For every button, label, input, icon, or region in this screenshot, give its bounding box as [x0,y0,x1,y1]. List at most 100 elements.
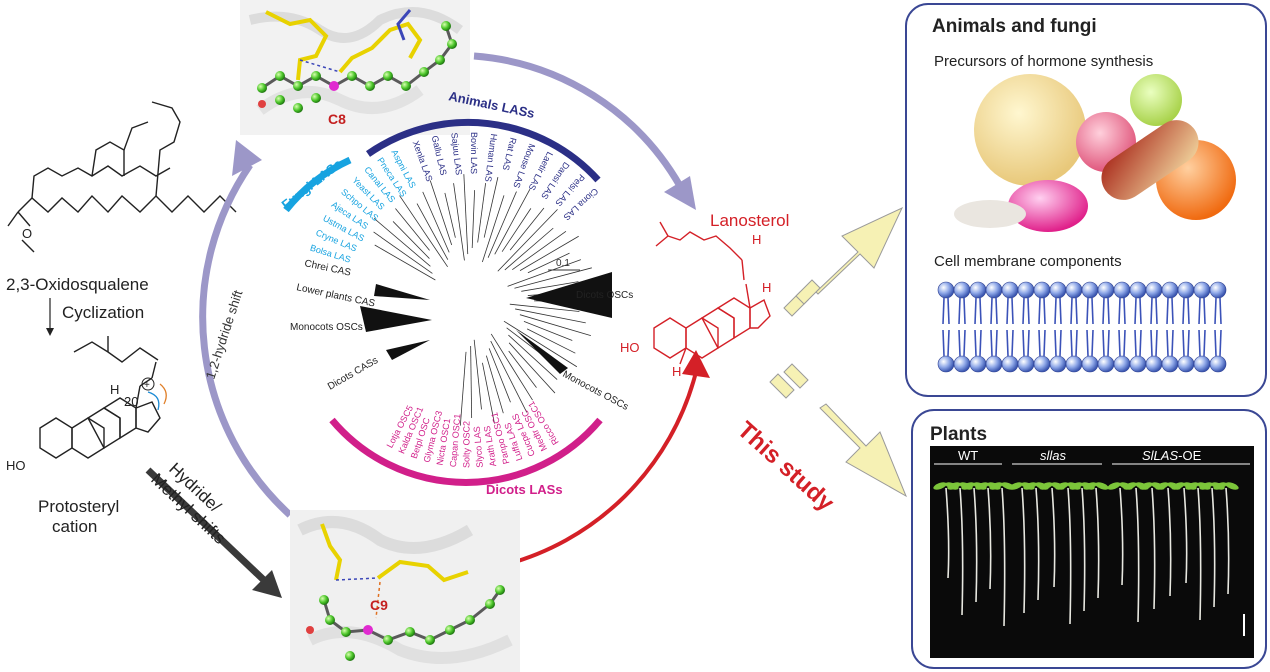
cotyledon [1199,482,1213,490]
clade-triangle-dicots-cas [386,340,430,360]
lipid-tail [995,329,998,357]
lipid-head [1065,281,1083,299]
lipid-tail [1155,329,1158,357]
lipid-tail [1150,297,1153,325]
cotyledon [1095,482,1109,490]
tree-branch [373,231,433,274]
lipid-tail [979,329,982,357]
clade-triangle-dicots-oscs [526,272,612,318]
lipid-tail [990,329,993,357]
seedling-stem [1225,487,1230,595]
lipid-head [1033,355,1051,373]
lipid-tail [1091,297,1094,325]
lipid-tail [1022,297,1025,325]
shift-arrow-blue [147,391,160,411]
lipid-head [953,281,971,299]
tree-branch [507,259,582,287]
cyclization-arrowhead [46,328,54,336]
scale-label: 0.1 [556,258,570,269]
hydride-shift-arrowhead [232,140,262,176]
lipid-tail [963,329,966,357]
lipid-tail [1059,297,1062,325]
lipid-head [969,281,987,299]
tree-branch [527,252,570,274]
clade-triangle-lower-plants [374,284,430,300]
seedling-stem [1051,487,1056,588]
tree-branch [504,227,554,271]
seedling-stem [987,487,992,590]
seedling-stem [1167,487,1172,597]
clade-dicots-oscs: Dicots OSCs [576,290,633,301]
seedling-stem [959,487,964,616]
lipid-tail [958,297,961,325]
tree-branch [473,339,482,410]
cotyledon [1107,482,1121,490]
tree-branch [509,207,545,251]
oe-label-italic: SlLAS [1142,448,1178,463]
lipid-tail [1166,297,1169,325]
lipid-head [1161,355,1179,373]
tree-branch [503,320,578,368]
yellow-arrow-down [769,363,908,498]
tree-branch [453,183,465,261]
lipid-tail [1182,329,1185,357]
lipid-head [1161,281,1179,299]
clade-lower-plants: Lower plants CAS [295,282,376,309]
leaf-label: Sajuu LAS [449,132,464,175]
leaf-label: Solty OSC2 [461,421,471,468]
lipid-head [1209,355,1227,373]
lipid-tail [1219,297,1222,325]
lipid-head [1129,281,1147,299]
lipid-head [1081,281,1099,299]
lipid-tail [1091,329,1094,357]
clade-dicots-cas: Dicots CASs [326,355,380,393]
lipid-tail [1086,329,1089,357]
tree-branch [521,281,579,292]
seedling-stem [1001,487,1006,627]
oxidosqualene-structure [7,101,237,253]
lipid-tail [1166,329,1169,357]
seedling-stem [945,487,950,579]
tree-branch [459,351,467,426]
lipid-head [1065,355,1083,373]
tree-branch [519,235,579,271]
protosteryl-label-2: cation [52,517,97,536]
tree-branch [497,209,558,272]
lipid-head [1001,281,1019,299]
tree-branch [429,180,453,246]
lipid-tail [1011,297,1014,325]
sllas-label: sllas [1040,448,1067,463]
lipid-tail [1171,297,1174,325]
tree-branch [373,218,431,267]
lipid-head [969,355,987,373]
lipid-tail [1054,329,1057,357]
pills-image [948,74,1236,234]
tree-branch [416,203,449,260]
seedling-stem [1035,487,1040,601]
lipid-tail [1107,297,1110,325]
tree-branch [523,320,573,341]
seedlings-photo [930,446,1254,658]
cell-membrane-image [937,281,1227,373]
lipid-tail [1102,297,1105,325]
lipid-tail [942,329,945,357]
lipid-tail [1155,297,1158,325]
seedling-stem [1183,487,1188,584]
tree-branch [490,340,528,413]
lipid-tail [1214,329,1217,357]
lipid-tail [1118,329,1121,357]
cotyledon [1009,482,1023,490]
enzyme-structure-bottom [290,510,520,672]
animal-arc-arrowhead [664,176,696,210]
lipid-tail [974,297,977,325]
lipid-tail [1219,329,1222,357]
lipid-tail [1086,297,1089,325]
cotyledon [1155,482,1169,490]
lipid-tail [974,329,977,357]
lipid-tail [995,297,998,325]
lipid-tail [1134,329,1137,357]
hydride-shift-arc [199,163,293,518]
lipid-tail [990,297,993,325]
